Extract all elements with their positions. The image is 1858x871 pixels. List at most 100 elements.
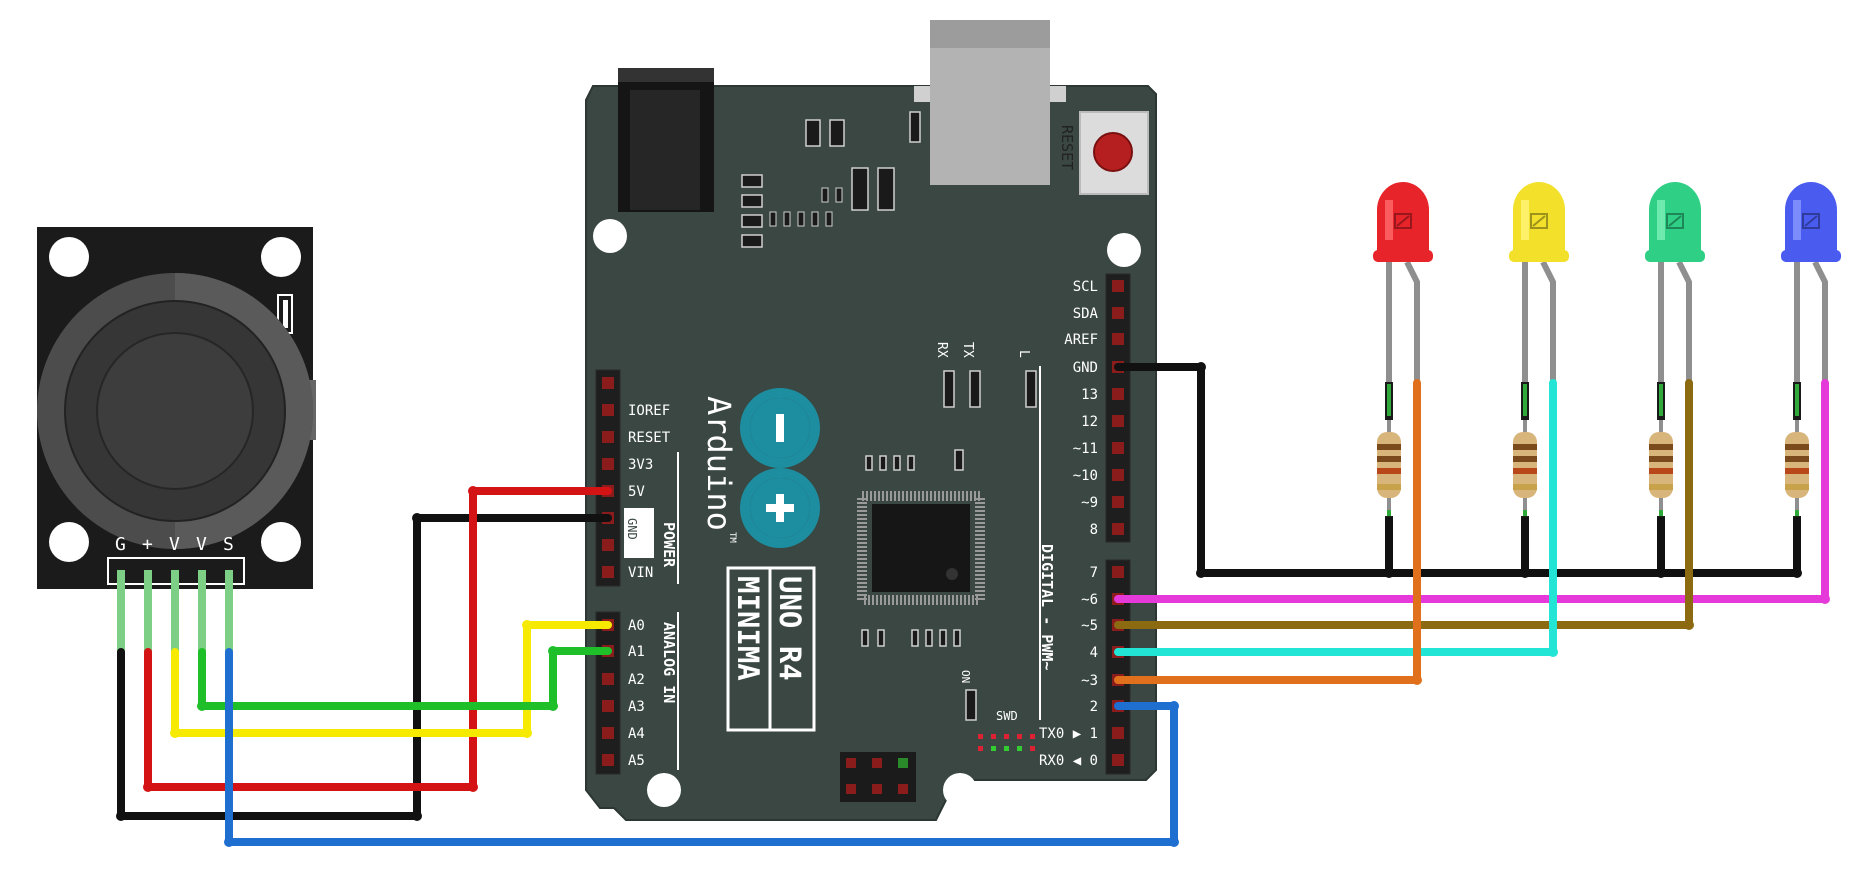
- digital-pin-label: 4: [1090, 645, 1098, 661]
- digital-pin-label: ~3: [1081, 673, 1098, 689]
- board-mount-hole: [943, 773, 977, 807]
- analog-pin-label: A3: [628, 699, 645, 715]
- smd-resistor-array: [769, 187, 843, 227]
- resistor: [1377, 420, 1401, 528]
- wire-d6-blue: [1114, 379, 1829, 603]
- smd-components: [741, 111, 1037, 721]
- digital-pin-label: 13: [1081, 387, 1098, 403]
- arduino-brand: Arduino: [700, 396, 738, 531]
- icsp-header: [840, 752, 916, 802]
- led-yellow: [1509, 182, 1569, 528]
- usb-top: [930, 20, 1050, 48]
- led-array: [1373, 182, 1841, 528]
- arduino-board: RESET: [585, 20, 1157, 821]
- header-pin[interactable]: [602, 673, 614, 685]
- rx-label: RX: [934, 342, 949, 358]
- board-mount-hole: [647, 773, 681, 807]
- led-blue: [1781, 182, 1841, 528]
- wires: [116, 362, 1830, 847]
- header-pin[interactable]: [1112, 496, 1124, 508]
- header-pin[interactable]: [1112, 333, 1124, 345]
- header-pin[interactable]: [1112, 280, 1124, 292]
- joystick-mount-hole: [49, 522, 89, 562]
- power-group-label: POWER: [660, 522, 678, 568]
- digital-pin-label: SDA: [1073, 306, 1099, 322]
- power-pin-label: VIN: [628, 565, 653, 581]
- analog-pin-label: A1: [628, 644, 645, 660]
- digital-pin-label: 7: [1090, 565, 1098, 581]
- digital-pin-label: ~11: [1073, 441, 1098, 457]
- led-green: [1645, 182, 1705, 528]
- header-pin[interactable]: [602, 754, 614, 766]
- joystick-mount-hole: [261, 237, 301, 277]
- usb-tab: [1050, 86, 1066, 102]
- gnd-box-label: GND: [625, 518, 639, 540]
- digital-pin-label: 12: [1081, 414, 1098, 430]
- digital-pin-label: AREF: [1064, 332, 1098, 348]
- joystick-pin-label: S: [223, 534, 234, 555]
- swd-header: [978, 734, 1035, 751]
- barrel-jack-inner: [630, 90, 700, 210]
- model-line1: UNO R4: [773, 576, 807, 681]
- joystick-pin-label: V: [169, 534, 180, 555]
- power-pin-label: IOREF: [628, 403, 670, 419]
- joystick-wire-stubs: [117, 570, 233, 652]
- resistor: [1649, 420, 1673, 528]
- model-line2: MINIMA: [731, 576, 765, 681]
- l-label: L: [1016, 350, 1031, 358]
- reset-button[interactable]: [1093, 132, 1133, 172]
- header-pin[interactable]: [1112, 469, 1124, 481]
- header-pin[interactable]: [1112, 307, 1124, 319]
- digital-pin-label: ~5: [1081, 618, 1098, 634]
- analog-group-label: ANALOG IN: [660, 622, 678, 703]
- led-red: [1373, 182, 1433, 528]
- wire-led-gnd-bus: [1114, 363, 1801, 577]
- header-pin[interactable]: [1112, 754, 1124, 766]
- digital-pin-label: ~9: [1081, 495, 1098, 511]
- analog-pin-label: A0: [628, 618, 645, 634]
- joystick-smd-part: [283, 300, 288, 328]
- digital-pin-label: TX0 ▶ 1: [1039, 726, 1098, 742]
- joystick-cap: [96, 332, 254, 490]
- header-pin[interactable]: [602, 700, 614, 712]
- board-mount-hole: [593, 219, 627, 253]
- digital-pin-label: 8: [1090, 522, 1098, 538]
- analog-pin-label: A4: [628, 726, 645, 742]
- header-pin[interactable]: [602, 458, 614, 470]
- header-pin[interactable]: [602, 727, 614, 739]
- header-pin[interactable]: [1112, 523, 1124, 535]
- header-pin[interactable]: [1112, 415, 1124, 427]
- digital-pin-label: ~10: [1073, 468, 1098, 484]
- header-pin[interactable]: [602, 539, 614, 551]
- power-pin-label: 3V3: [628, 457, 653, 473]
- header-pin[interactable]: [602, 431, 614, 443]
- analog-pin-label: A5: [628, 753, 645, 769]
- header-pin[interactable]: [1112, 388, 1124, 400]
- wire-joystick-vry: [198, 647, 612, 710]
- on-label: ON: [959, 670, 972, 683]
- header-pin[interactable]: [1112, 442, 1124, 454]
- wire-junctions: [116, 362, 1830, 847]
- barrel-jack-lip: [618, 68, 714, 82]
- joystick-pin-label: +: [142, 534, 153, 555]
- digital-pin-label: 2: [1090, 699, 1098, 715]
- header-pin[interactable]: [602, 377, 614, 389]
- digital-pin-label: ~6: [1081, 592, 1098, 608]
- microcontroller-chip: [857, 491, 985, 605]
- header-pin[interactable]: [1112, 727, 1124, 739]
- analog-pin-label: A2: [628, 672, 645, 688]
- reset-label: RESET: [1058, 125, 1076, 170]
- header-pin[interactable]: [602, 404, 614, 416]
- joystick-mount-hole: [49, 237, 89, 277]
- header-pin[interactable]: [1112, 566, 1124, 578]
- resistor: [1513, 420, 1537, 528]
- swd-label: SWD: [996, 709, 1018, 723]
- joystick-pin-label: G: [115, 534, 126, 555]
- digital-pin-label: GND: [1073, 360, 1098, 376]
- board-mount-hole: [1107, 233, 1141, 267]
- digital-group-label: DIGITAL - PWM~: [1038, 544, 1056, 670]
- header-pin[interactable]: [602, 566, 614, 578]
- power-pin-label: 5V: [628, 484, 645, 500]
- power-pin-label: RESET: [628, 430, 671, 446]
